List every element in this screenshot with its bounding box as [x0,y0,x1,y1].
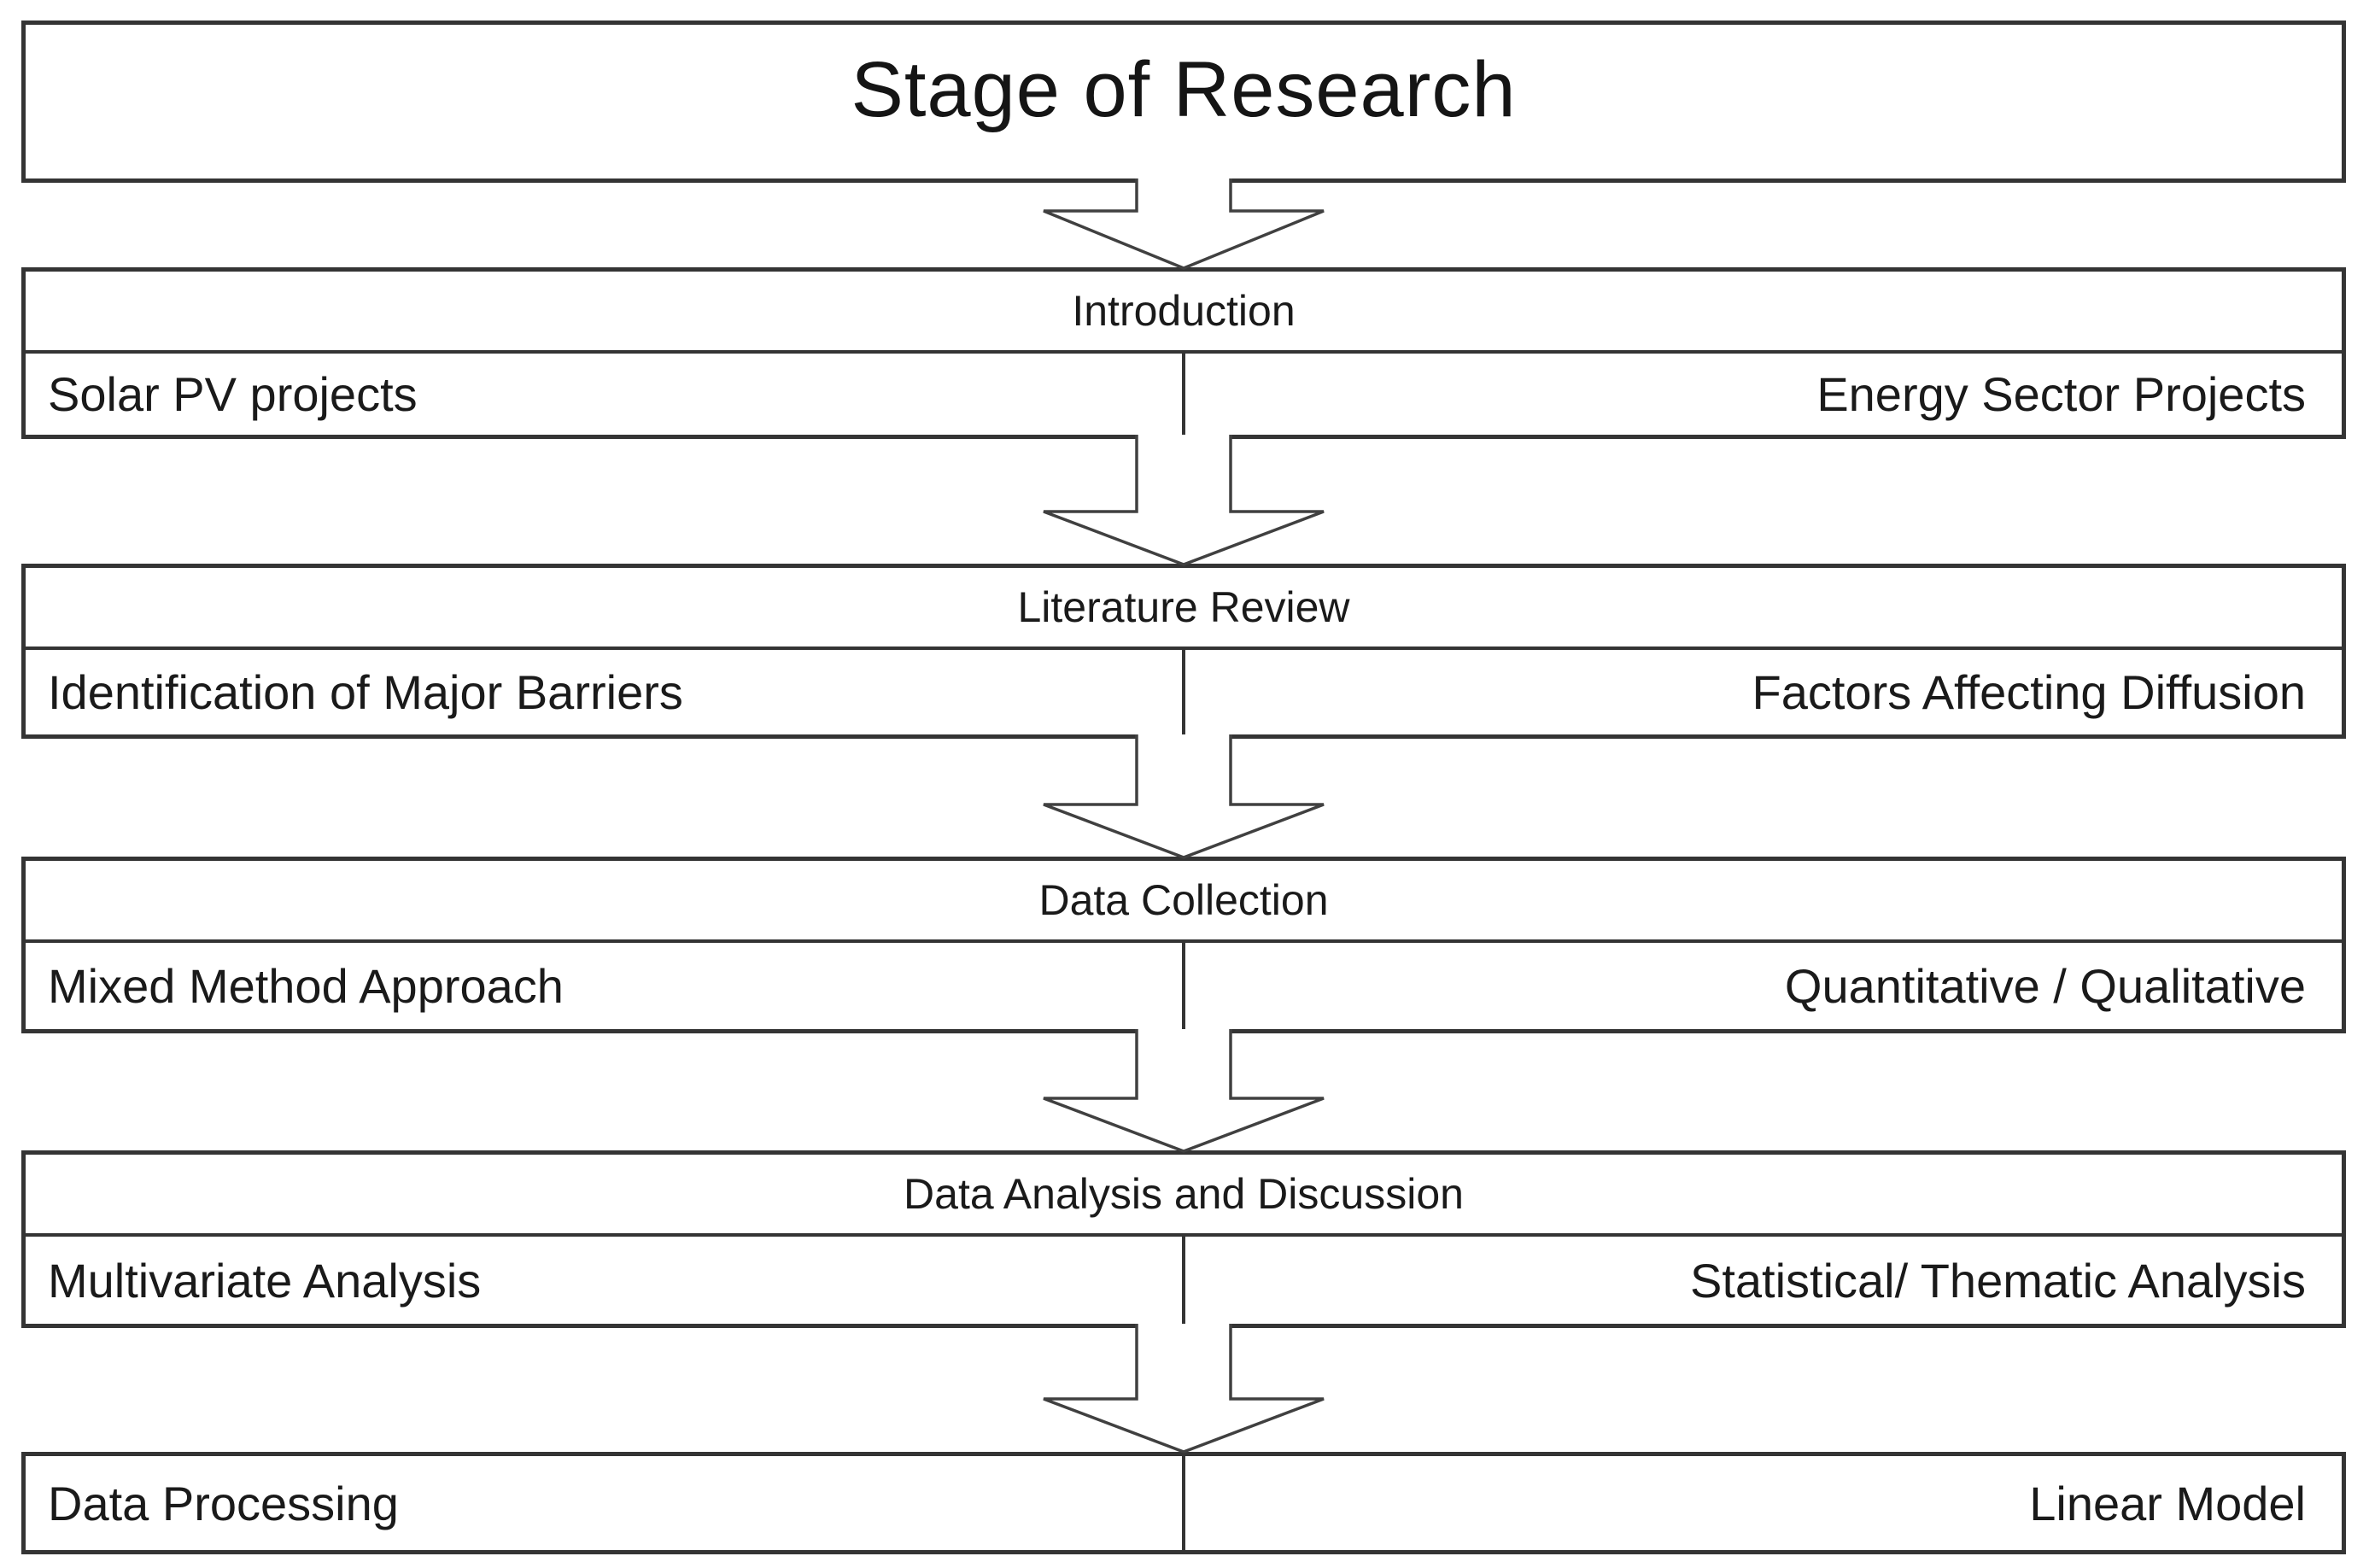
left-cell: Mixed Method Approach [26,943,1182,1029]
down-arrow-icon [1043,1029,1325,1153]
center-divider [1182,650,1185,734]
section-row: Mixed Method Approach Quantitative / Qua… [26,943,2342,1029]
right-cell: Statistical/ Thematic Analysis [1182,1237,2342,1324]
left-cell: Identification of Major Barriers [26,650,1182,734]
right-cell: Quantitative / Qualitative [1182,943,2342,1029]
section-header: Data Analysis and Discussion [26,1155,2342,1237]
section-row: Multivariate Analysis Statistical/ Thema… [26,1237,2342,1324]
section-header-label: Data Analysis and Discussion [904,1170,1464,1218]
section-header-label: Introduction [1072,287,1296,335]
section-data-analysis: Data Analysis and Discussion Multivariat… [21,1150,2346,1328]
left-cell-label: Identification of Major Barriers [48,665,683,719]
left-cell: Solar PV projects [26,354,1182,435]
left-cell-label: Mixed Method Approach [48,959,564,1013]
left-cell-label: Multivariate Analysis [48,1253,482,1308]
title-box: Stage of Research [21,20,2346,183]
section-header-label: Data Collection [1038,876,1329,924]
section-row: Solar PV projects Energy Sector Projects [26,354,2342,435]
section-header: Literature Review [26,568,2342,650]
right-cell-label: Linear Model [2029,1476,2306,1530]
down-arrow-icon [1043,178,1325,270]
right-cell: Energy Sector Projects [1182,354,2342,435]
section-header: Introduction [26,272,2342,354]
down-arrow-icon [1043,734,1325,859]
right-cell-label: Energy Sector Projects [1816,367,2306,421]
center-divider [1182,1237,1185,1324]
section-introduction: Introduction Solar PV projects Energy Se… [21,267,2346,439]
down-arrow-icon [1043,435,1325,566]
left-cell-label: Data Processing [48,1476,399,1530]
section-literature-review: Literature Review Identification of Majo… [21,564,2346,739]
section-data-processing: Data Processing Linear Model [21,1452,2346,1554]
page-title: Stage of Research [851,45,1517,133]
left-cell: Data Processing [26,1456,1182,1550]
right-cell: Factors Affecting Diffusion [1182,650,2342,734]
left-cell: Multivariate Analysis [26,1237,1182,1324]
right-cell-label: Statistical/ Thematic Analysis [1689,1253,2306,1308]
right-cell: Linear Model [1182,1456,2342,1550]
down-arrow-icon [1043,1324,1325,1454]
left-cell-label: Solar PV projects [48,367,418,421]
section-data-collection: Data Collection Mixed Method Approach Qu… [21,857,2346,1033]
right-cell-label: Quantitative / Qualitative [1784,959,2306,1013]
right-cell-label: Factors Affecting Diffusion [1752,665,2306,719]
center-divider [1182,1456,1185,1550]
section-row: Identification of Major Barriers Factors… [26,650,2342,734]
section-row: Data Processing Linear Model [26,1456,2342,1550]
center-divider [1182,943,1185,1029]
section-header-label: Literature Review [1017,583,1350,631]
center-divider [1182,354,1185,435]
section-header: Data Collection [26,861,2342,943]
